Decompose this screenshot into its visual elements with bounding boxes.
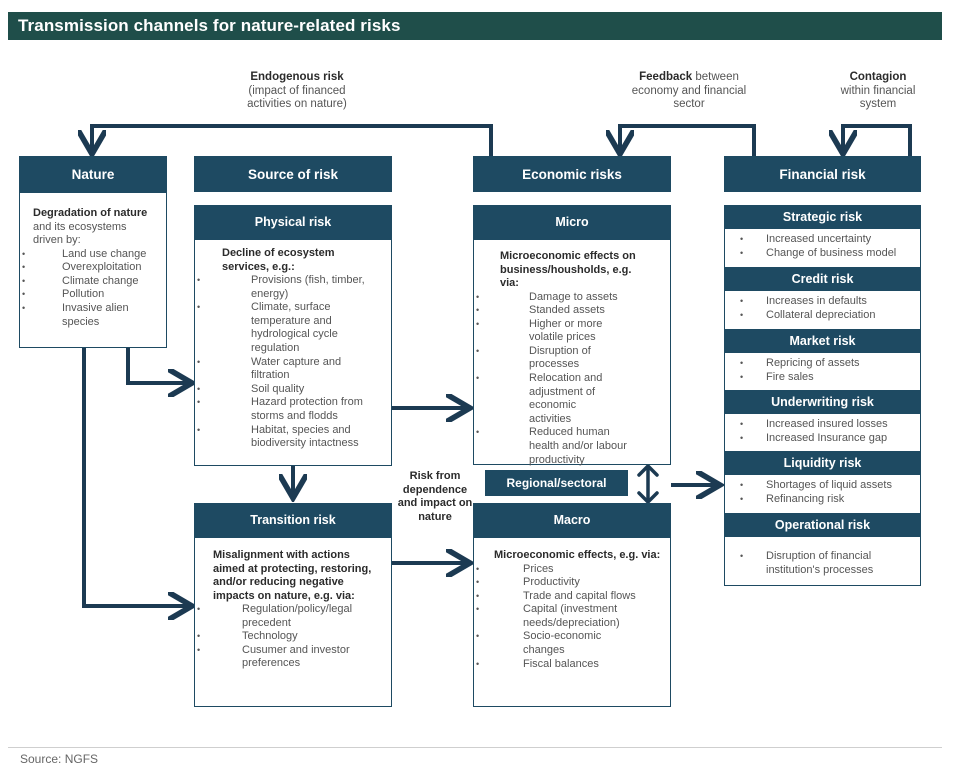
list-item: Disruption of processes xyxy=(474,345,609,372)
note-endogenous-text: (impact of financed activities on nature… xyxy=(247,84,347,111)
credit-risk-header: Credit risk xyxy=(724,267,921,291)
physical-risk-list: Provisions (fish, timber, energy) Climat… xyxy=(195,274,383,451)
list-item: Habitat, species and biodiversity intact… xyxy=(195,424,383,451)
market-risk-header: Market risk xyxy=(724,329,921,353)
list-item: Fiscal balances xyxy=(474,658,662,672)
list-item: Change of business model xyxy=(738,247,896,261)
micro-header: Micro xyxy=(473,205,671,239)
macro-box: Microeconomic effects, e.g. via: Prices … xyxy=(473,537,671,707)
liquidity-risk-list: Shortages of liquid assets Refinancing r… xyxy=(738,479,892,506)
list-item: Shortages of liquid assets xyxy=(738,479,892,493)
physical-risk-box: Decline of ecosystem services, e.g.: Pro… xyxy=(194,239,392,466)
physical-risk-title: Decline of ecosystem services, e.g.: xyxy=(222,247,335,273)
arrow-endogenous xyxy=(92,124,493,156)
arrow-nature-transition xyxy=(82,348,188,606)
macro-title: Microeconomic effects, e.g. via: xyxy=(494,549,661,561)
note-feedback-text: between economy and financial sector xyxy=(631,71,747,110)
list-item: Technology xyxy=(195,630,383,644)
macro-header: Macro xyxy=(473,503,671,537)
underwriting-risk-header: Underwriting risk xyxy=(724,390,921,414)
list-item: Reduced human health and/or labour produ… xyxy=(474,426,629,467)
list-item: Socio-economic changes xyxy=(474,630,603,657)
micro-title: Microeconomic effects on business/housho… xyxy=(500,250,636,289)
note-contagion: Contagion within financial system xyxy=(828,71,928,112)
note-contagion-text: within financial system xyxy=(840,84,916,111)
source-note: Source: NGFS xyxy=(20,752,99,766)
list-item: Soil quality xyxy=(195,383,383,397)
macro-list: Prices Productivity Trade and capital fl… xyxy=(474,563,662,672)
list-item: Prices xyxy=(474,563,662,577)
financial-risk-stack: Strategic risk Increased uncertainty Cha… xyxy=(724,205,921,586)
list-item: Provisions (fish, timber, energy) xyxy=(195,274,383,301)
risk-dependence-label: Risk from dependence and impact on natur… xyxy=(397,470,473,523)
list-item: Hazard protection from storms and flodds xyxy=(195,396,383,423)
nature-box-title: Degradation of nature xyxy=(33,207,148,219)
list-item: Climate, surface temperature and hydrolo… xyxy=(195,301,341,355)
market-risk-list: Repricing of assets Fire sales xyxy=(738,357,860,384)
list-item: Standed assets xyxy=(474,304,662,318)
list-item: Increases in defaults xyxy=(738,295,875,309)
transition-risk-list: Regulation/policy/legal precedent Techno… xyxy=(195,603,383,671)
list-item: Increased Insurance gap xyxy=(738,432,888,446)
transition-risk-box: Misalignment with actions aimed at prote… xyxy=(194,537,392,707)
column-header-nature: Nature xyxy=(19,156,167,192)
list-item: Regulation/policy/legal precedent xyxy=(195,603,362,630)
list-item: Cusumer and investor preferences xyxy=(195,644,372,671)
list-item: Pollution xyxy=(20,288,160,302)
arrow-feedback xyxy=(620,124,756,156)
arrow-nature-physical xyxy=(126,348,188,383)
transition-risk-header: Transition risk xyxy=(194,503,392,537)
list-item: Land use change xyxy=(20,248,160,262)
operational-risk-header: Operational risk xyxy=(724,513,921,537)
nature-box-list: Land use change Overexploitation Climate… xyxy=(20,248,160,330)
list-item: Capital (investment needs/depreciation) xyxy=(474,603,633,630)
list-item: Higher or more volatile prices xyxy=(474,318,629,345)
column-header-source: Source of risk xyxy=(194,156,392,192)
arrow-contagion xyxy=(843,124,912,156)
list-item: Repricing of assets xyxy=(738,357,860,371)
liquidity-risk-header: Liquidity risk xyxy=(724,451,921,475)
note-contagion-bold: Contagion xyxy=(849,71,907,83)
list-item: Disruption of financial institution's pr… xyxy=(738,550,896,577)
list-item: Climate change xyxy=(20,275,160,289)
nature-box-intro: and its ecosystems driven by: xyxy=(33,220,127,247)
list-item: Relocation and adjustment of economic ac… xyxy=(474,372,617,426)
list-item: Fire sales xyxy=(738,371,860,385)
column-header-financial: Financial risk xyxy=(724,156,921,192)
underwriting-risk-list: Increased insured losses Increased Insur… xyxy=(738,418,888,445)
note-feedback-bold: Feedback xyxy=(639,71,693,83)
nature-box: Degradation of nature and its ecosystems… xyxy=(19,192,167,348)
column-header-economic: Economic risks xyxy=(473,156,671,192)
credit-risk-list: Increases in defaults Collateral depreci… xyxy=(738,295,875,322)
page-title: Transmission channels for nature-related… xyxy=(18,16,401,35)
arrow-micro-macro xyxy=(637,463,659,505)
list-item: Refinancing risk xyxy=(738,493,892,507)
list-item: Collateral depreciation xyxy=(738,309,875,323)
note-endogenous-bold: Endogenous risk xyxy=(250,71,344,83)
note-feedback: Feedback between economy and financial s… xyxy=(630,71,748,112)
operational-risk-list: Disruption of financial institution's pr… xyxy=(738,550,896,577)
list-item: Trade and capital flows xyxy=(474,590,662,604)
list-item: Invasive alien species xyxy=(20,302,160,329)
transition-risk-title: Misalignment with actions aimed at prote… xyxy=(213,549,372,602)
micro-list: Damage to assets Standed assets Higher o… xyxy=(474,291,662,468)
note-endogenous: Endogenous risk (impact of financed acti… xyxy=(228,71,366,112)
micro-box: Microeconomic effects on business/housho… xyxy=(473,239,671,468)
list-item: Damage to assets xyxy=(474,291,662,305)
list-item: Water capture and filtration xyxy=(195,356,361,383)
list-item: Overexploitation xyxy=(20,261,160,275)
regional-sectoral-badge: Regional/sectoral xyxy=(485,470,628,496)
source-divider xyxy=(8,747,942,748)
list-item: Increased insured losses xyxy=(738,418,888,432)
title-banner: Transmission channels for nature-related… xyxy=(8,12,942,40)
strategic-risk-header: Strategic risk xyxy=(724,205,921,229)
list-item: Increased uncertainty xyxy=(738,233,896,247)
physical-risk-header: Physical risk xyxy=(194,205,392,239)
list-item: Productivity xyxy=(474,576,662,590)
strategic-risk-list: Increased uncertainty Change of business… xyxy=(738,233,896,260)
